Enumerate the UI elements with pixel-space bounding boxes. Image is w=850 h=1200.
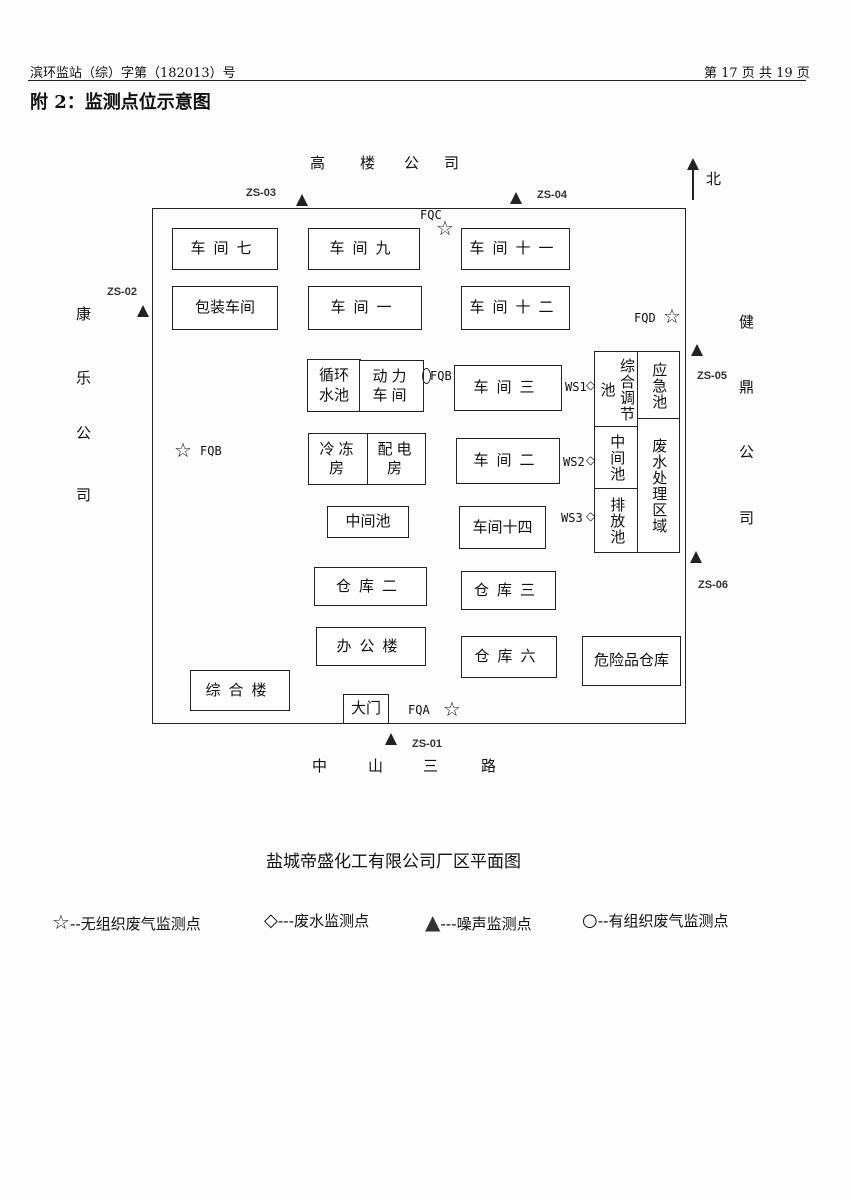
pool-emergency: 应急池 [637,351,680,420]
water-point-label: WS1 [565,380,587,394]
air-point-label: FQD [634,311,656,325]
building: 动力车间 [359,360,424,412]
noise-point-label: ZS-02 [107,286,137,298]
triangle-icon: ▲ [425,910,441,934]
north-label: 北 [706,170,722,188]
neighbor-left: 公 [76,424,92,442]
building: 车间十二 [461,286,570,330]
neighbor-top: 公 [404,154,420,172]
star-icon: ☆ [436,216,454,240]
wastewater-area: 废水处理区域 [637,418,680,553]
legend-label: --无组织废气监测点 [69,915,201,933]
building: 危险品仓库 [582,636,681,686]
building: 仓库二 [314,567,427,606]
north-arrowhead-icon [687,158,699,170]
building: 车间十一 [461,228,570,270]
building: 车间三 [454,365,562,411]
main-gate: 大门 [343,694,389,724]
neighbor-bottom: 中 [312,757,328,775]
noise-point-label: ZS-03 [246,187,276,199]
legend-label: --有组织废气监测点 [597,912,729,930]
pool-middle: 中间池 [594,426,639,490]
star-icon: ☆ [443,697,461,721]
building: 循环水池 [307,359,361,412]
noise-point-icon [137,305,149,317]
stack-point-label: FQB [430,369,452,383]
star-icon: ☆ [663,304,681,328]
pool-adjust: 综合调节池 [594,351,639,428]
star-icon: ☆ [174,438,192,462]
neighbor-left: 司 [76,486,92,504]
neighbor-bottom: 路 [481,757,497,775]
noise-point-label: ZS-01 [412,738,442,750]
building: 车间九 [308,228,420,270]
noise-point-icon [691,344,703,356]
doc-number: 滨环监站（综）字第（182013）号 [30,66,236,81]
neighbor-right: 公 [739,443,755,461]
water-point-label: WS3 [561,511,583,525]
noise-point-icon [690,551,702,563]
neighbor-right: 鼎 [739,378,755,396]
building: 车间七 [172,228,278,270]
neighbor-top: 高 [310,154,326,172]
diamond-icon: ◇ [586,453,596,467]
building: 仓库六 [461,636,557,678]
air-point-label: FQA [408,703,430,717]
noise-point-label: ZS-06 [698,579,728,591]
oval-icon: ○ [582,910,598,931]
star-icon: ☆ [52,910,70,934]
legend-label: ---废水监测点 [277,912,370,930]
page-info: 第 17 页 共 19 页 [704,66,810,81]
neighbor-top: 司 [444,154,460,172]
header-rule [28,80,806,81]
plant-boundary [152,208,686,724]
noise-point-label: ZS-05 [697,370,727,382]
pool-discharge: 排放池 [594,488,639,553]
neighbor-left: 康 [76,305,92,323]
air-point-label: FQB [200,444,222,458]
building: 配电房 [367,433,426,485]
building: 办公楼 [316,627,426,666]
water-point-label: WS2 [563,455,585,469]
neighbor-bottom: 山 [368,757,384,775]
building: 车间一 [308,286,422,330]
noise-point-label: ZS-04 [537,189,567,201]
legend-label: ---噪声监测点 [440,915,532,933]
building: 车间十四 [459,506,546,549]
neighbor-bottom: 三 [423,757,439,775]
neighbor-right: 司 [739,509,755,527]
building: 仓库三 [461,571,556,610]
building: 中间池 [327,506,409,538]
noise-point-icon [296,194,308,206]
building: 车间二 [456,438,560,484]
page-title: 附 2：监测点位示意图 [30,92,211,113]
figure-caption: 盐城帝盛化工有限公司厂区平面图 [266,852,521,872]
building: 包装车间 [172,286,278,330]
neighbor-top: 楼 [360,154,376,172]
building: 冷冻房 [308,433,369,485]
neighbor-right: 健 [739,313,755,331]
north-arrow-icon [692,168,694,200]
diamond-icon: ◇ [264,910,278,931]
noise-point-icon [510,192,522,204]
air-point-label: FQC [420,208,442,222]
noise-point-icon [385,733,397,745]
diamond-icon: ◇ [586,509,596,523]
diamond-icon: ◇ [586,378,596,392]
neighbor-left: 乐 [76,369,92,387]
building: 综合楼 [190,670,290,711]
oval-icon [422,368,431,384]
